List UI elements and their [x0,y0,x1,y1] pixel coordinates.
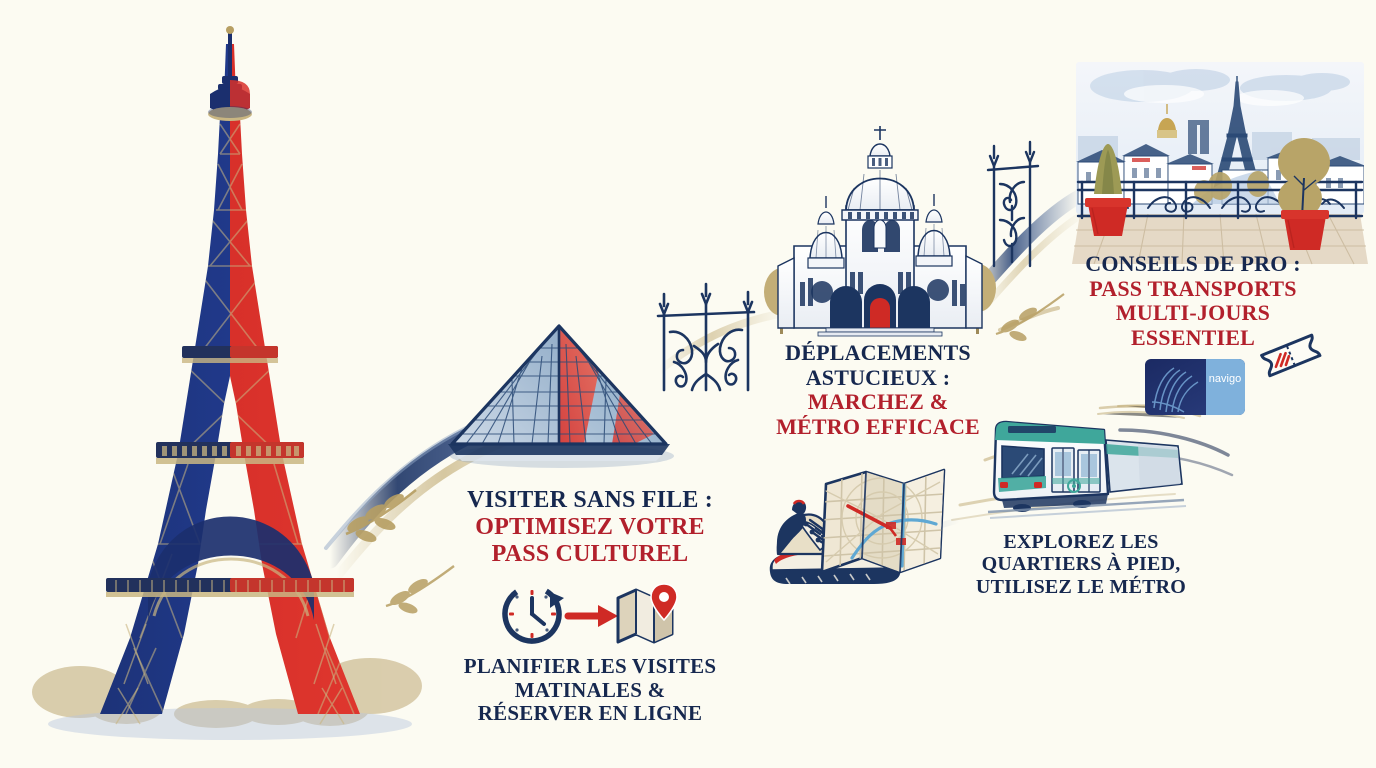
caption-louvre: VISITER SANS FILE : OPTIMISEZ VOTRE PASS… [434,487,746,568]
navigo-transit-card-icon: navigo [1145,359,1245,415]
laurel-sprig-icon [995,293,1065,342]
red-arrow-icon [564,605,618,627]
caption-deplacements: DÉPLACEMENTS ASTUCIEUX : MARCHEZ & MÉTRO… [748,340,1008,440]
caption-explorez-line2: QUARTIERS À PIED, [981,553,1181,576]
wrought-iron-gate-icon [656,282,756,392]
eiffel-tower-illustration [32,26,422,740]
caption-deplacements-heading2: ASTUCIEUX : [805,364,951,390]
laurel-sprig-icon [345,488,417,543]
clock-icon [502,584,564,644]
caption-explorez-line1: EXPLOREZ LES [1003,531,1159,553]
caption-deplacements-line2: MÉTRO EFFICACE [776,413,980,439]
caption-louvre-line2: PASS CULTUREL [491,540,689,567]
caption-conseils-line3: ESSENTIEL [1130,324,1256,350]
caption-conseils-heading: CONSEILS DE PRO : [1085,251,1301,276]
caption-louvre-line1: OPTIMISEZ VOTRE [475,513,705,540]
paris-balcony-view-illustration [1072,62,1368,265]
caption-planifier-line3: RÉSERVER EN LIGNE [477,701,703,726]
map-with-pin-icon [616,583,678,644]
caption-explorez: EXPLOREZ LES QUARTIERS À PIED, UTILISEZ … [950,531,1212,598]
folded-street-map-illustration [820,468,946,574]
wrought-iron-gate-icon [986,140,1040,268]
caption-planifier-line2: MATINALES & [514,677,666,702]
navigo-card-label: navigo [1209,373,1241,385]
caption-deplacements-line1: MARCHEZ & [807,389,949,415]
caption-deplacements-heading1: DÉPLACEMENTS [785,340,971,365]
caption-conseils: CONSEILS DE PRO : PASS TRANSPORTS MULTI-… [1062,251,1324,351]
sacre-coeur-illustration [764,126,996,337]
laurel-sprig-icon [385,565,455,614]
caption-planifier: PLANIFIER LES VISITES MATINALES & RÉSERV… [434,654,746,726]
caption-louvre-heading: VISITER SANS FILE : [467,487,713,513]
paris-metro-train-illustration [987,404,1187,519]
caption-planifier-line1: PLANIFIER LES VISITES [463,654,717,678]
caption-explorez-line3: UTILISEZ LE MÉTRO [975,575,1187,598]
ticket-icon [1260,333,1322,378]
louvre-pyramid-illustration [448,324,674,468]
caption-conseils-line1: PASS TRANSPORTS [1089,275,1297,301]
caption-conseils-line2: MULTI-JOURS [1115,300,1271,326]
